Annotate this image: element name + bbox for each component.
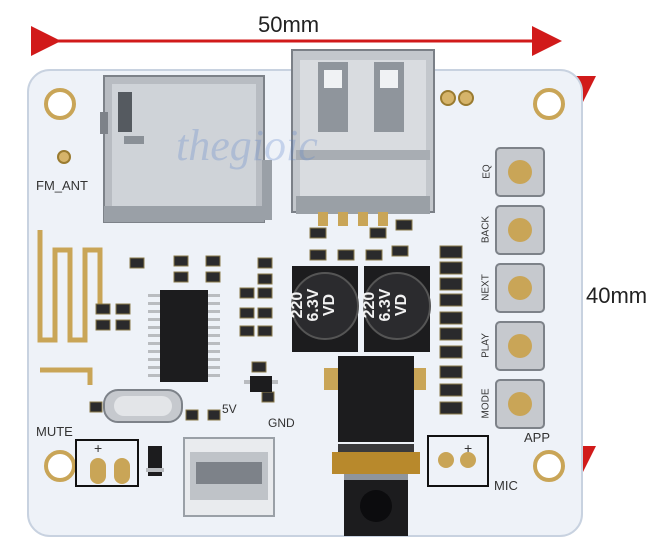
fm-ant-pad [57,150,71,164]
5v-label: 5V [222,402,237,416]
micro-usb-port [183,437,275,517]
button-label-mode: MODE [480,388,492,419]
diode [146,446,164,476]
bluetooth-ic [148,290,220,382]
fm-ant-label: FM_ANT [36,178,88,193]
pcb-antenna [37,230,103,385]
tactile-button-eq [495,147,545,197]
mute-label: MUTE [36,424,73,439]
tactile-button-play [495,321,545,371]
audio-jack [324,356,426,536]
sd-card-slot [100,75,272,223]
app-label: APP [524,430,551,445]
usb-pins [318,212,388,226]
plus-right-label: + [464,440,473,456]
mic-connector [427,435,489,487]
button-label-eq: EQ [481,164,493,179]
crystal-oscillator [103,389,183,423]
tactile-button-mode [495,379,545,429]
button-label-play: PLAY [480,333,492,358]
usb-a-port [291,49,435,214]
button-label-next: NEXT [480,274,492,301]
capacitor-right-label: 220 6.3V VD [361,288,410,322]
resistor-column [439,245,463,415]
height-label: 40mm [586,283,648,308]
tactile-button-next [495,263,545,313]
mute-connector [75,439,139,487]
transistor [244,376,278,392]
watermark-text: thegioic [176,121,318,170]
tactile-button-back [495,205,545,255]
width-label: 50mm [258,12,320,37]
plus-left-label: + [94,440,103,456]
capacitor-left [291,266,359,352]
smd-components [89,219,413,421]
gnd-label: GND [268,416,295,430]
header-pads [440,90,474,106]
capacitor-right [363,266,431,352]
mic-label: MIC [494,478,518,493]
mounting-hole [44,88,565,482]
capacitor-left-label: 220 6.3V VD [289,288,338,322]
button-label-back: BACK [480,215,492,244]
